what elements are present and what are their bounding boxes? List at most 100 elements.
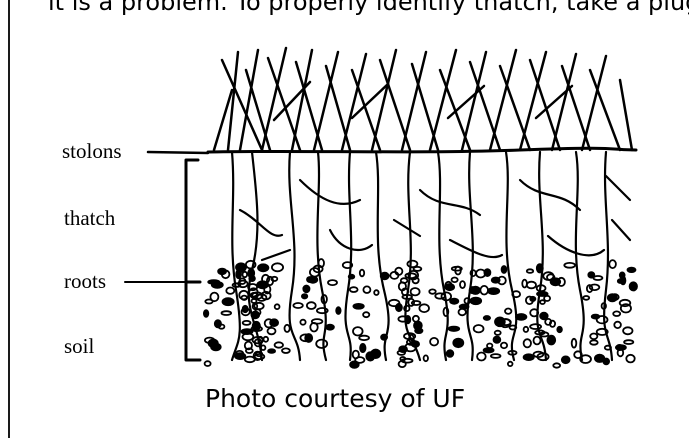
soil-particle (527, 282, 536, 289)
soil-particle (424, 355, 428, 361)
soil-particle (272, 263, 283, 271)
soil-particle (243, 321, 251, 325)
soil-particle (219, 325, 225, 329)
soil-particle (411, 288, 420, 295)
soil-particle (236, 270, 241, 278)
soil-particle (460, 281, 465, 288)
soil-particle (355, 357, 364, 363)
soil-particle (505, 309, 511, 314)
soil-particle (258, 264, 268, 271)
soil-particle (226, 288, 234, 294)
soil-particle (204, 310, 208, 317)
soil-particle (268, 349, 275, 353)
soil-particle (302, 294, 307, 298)
soil-particle (212, 282, 223, 288)
soil-particle (359, 336, 369, 340)
soil-particle (328, 280, 337, 285)
soil-particle (251, 312, 259, 319)
soil-particle (360, 344, 365, 352)
soil-particle (305, 334, 312, 342)
soil-particle (564, 263, 575, 268)
soil-particle (572, 339, 577, 348)
soil-particle (530, 324, 541, 329)
soil-particle (628, 268, 636, 272)
soil-particle (300, 320, 305, 325)
soil-particle (474, 325, 484, 332)
soil-particle (609, 260, 616, 268)
soil-particle (307, 302, 316, 309)
soil-particle (508, 362, 513, 366)
soil-particle (235, 353, 245, 359)
soil-particle (624, 340, 633, 344)
soil-particle (449, 327, 460, 331)
soil-particle (603, 359, 609, 365)
soil-particle (540, 300, 545, 304)
soil-particle (502, 266, 507, 273)
label-thatch: thatch (64, 208, 115, 229)
soil-particle (630, 282, 637, 290)
soil-particle (557, 327, 562, 332)
soil-particle (415, 329, 422, 334)
soil-particle (465, 298, 470, 304)
soil-particle (211, 344, 221, 351)
soil-particle (534, 337, 541, 345)
soil-particle (407, 261, 417, 268)
soil-particle (553, 363, 560, 367)
soil-particle (264, 337, 269, 342)
soil-particle (522, 280, 527, 288)
stolon-surface-line (208, 148, 636, 152)
soil-particle (450, 299, 458, 304)
soil-particle (608, 294, 617, 301)
soil-particle (222, 311, 232, 315)
soil-particle (618, 279, 624, 283)
soil-particle (435, 293, 445, 298)
soil-particle (243, 272, 248, 277)
soil-particle (444, 308, 449, 316)
soil-particle (275, 342, 283, 347)
soil-particle (616, 345, 626, 350)
soil-particle (210, 293, 218, 302)
soil-particle (242, 296, 247, 300)
soil-particle (309, 277, 318, 283)
soil-particle (271, 277, 277, 281)
soil-particle (326, 325, 334, 330)
soil-particle (316, 340, 327, 348)
soil-particle (252, 299, 257, 303)
soil-particle (562, 356, 570, 363)
soil-particle (353, 304, 363, 309)
soil-particle (477, 353, 486, 361)
soil-particle (537, 292, 548, 296)
soil-particle (470, 298, 481, 305)
soil-particle (524, 354, 534, 360)
soil-particle (312, 319, 323, 324)
soil-particle (285, 325, 290, 332)
soil-particle (405, 316, 410, 323)
stolons-leader-line (148, 152, 208, 153)
soil-particle (623, 327, 632, 334)
soil-particle (275, 304, 280, 309)
soil-particle (540, 313, 548, 320)
soil-particle (452, 278, 458, 283)
soil-particles (204, 259, 637, 368)
soil-particle (336, 307, 340, 314)
soil-particle (590, 340, 598, 344)
soil-particle (447, 350, 454, 357)
soil-particle (590, 285, 600, 291)
soil-particle (495, 331, 501, 335)
soil-particle (613, 311, 620, 316)
soil-particle (293, 303, 302, 308)
soil-particle (350, 287, 358, 292)
soil-particle (430, 338, 438, 346)
soil-particle (268, 328, 276, 334)
soil-bracket (186, 160, 200, 360)
soil-particle (261, 345, 265, 350)
soil-particle (381, 335, 387, 340)
photo-caption: Photo courtesy of UF (205, 384, 465, 413)
soil-particle (524, 327, 529, 332)
soil-particle (590, 334, 597, 340)
label-roots: roots (64, 271, 106, 292)
soil-particle (494, 337, 501, 343)
soil-particle (480, 286, 488, 295)
soil-particle (524, 339, 531, 347)
soil-particle (412, 301, 421, 305)
